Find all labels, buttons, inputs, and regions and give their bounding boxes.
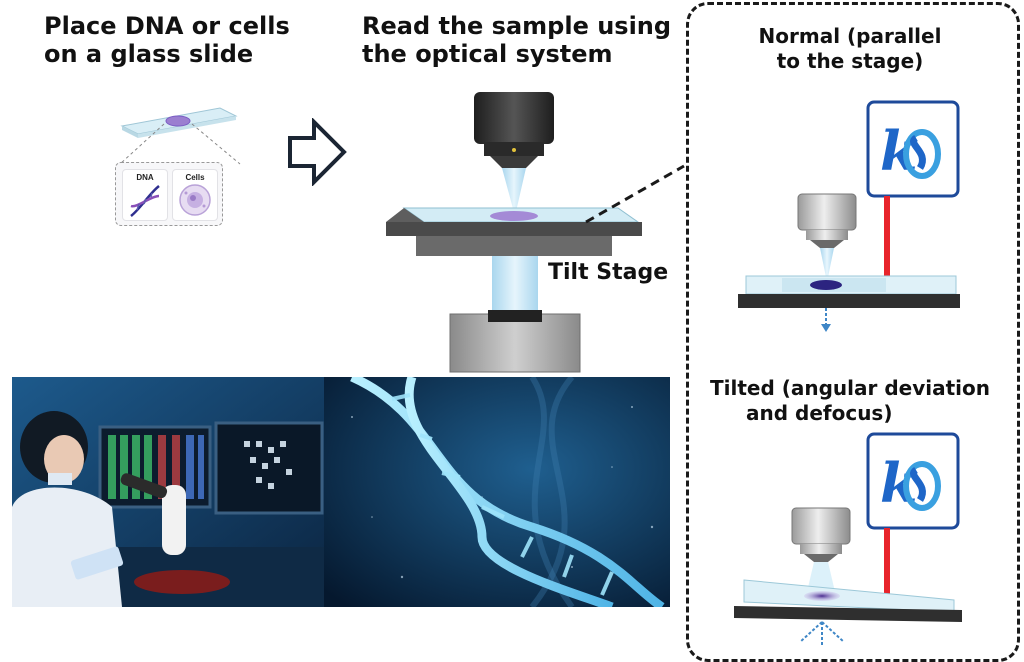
- dna-card: DNA: [122, 169, 168, 221]
- tilted-scenario-illustration: k: [734, 432, 962, 646]
- normal-caption-line1: Normal (parallel: [758, 24, 942, 48]
- panel-connector-line: [585, 164, 685, 224]
- lab-photo-composite: [12, 377, 670, 607]
- tilted-caption-line1: Tilted (angular deviation: [709, 376, 991, 400]
- arrow-right-icon: [288, 118, 347, 186]
- cells-label: Cells: [185, 173, 205, 182]
- normal-caption: Normal (parallel to the stage): [700, 24, 1000, 74]
- tilted-caption: Tilted (angular deviation and defocus): [700, 376, 1000, 426]
- optical-system-illustration: [386, 92, 642, 373]
- normal-scenario-illustration: k: [738, 100, 960, 332]
- step1-heading: Place DNA or cells on a glass slide: [44, 12, 290, 68]
- lab-photo-illustration: [12, 377, 670, 607]
- tilt-stage-label: Tilt Stage: [548, 260, 669, 285]
- cell-icon: [179, 184, 211, 216]
- step1-heading-line2: on a glass slide: [44, 40, 254, 68]
- step2-heading-line1: Read the sample using: [362, 12, 672, 40]
- step1-heading-line1: Place DNA or cells: [44, 12, 290, 40]
- tilted-caption-line2: and defocus): [746, 401, 893, 425]
- step2-heading-line2: the optical system: [362, 40, 613, 68]
- zoom-lines: [119, 123, 241, 165]
- sample-inset: DNA Cells: [115, 162, 223, 226]
- normal-caption-line2: to the stage): [776, 49, 924, 73]
- step2-heading: Read the sample using the optical system: [362, 12, 671, 68]
- glass-slide-illustration: [120, 107, 238, 138]
- sensor-logo-icon: k: [866, 432, 960, 530]
- sensor-logo-icon: k: [866, 100, 960, 198]
- dna-helix-icon: [130, 185, 160, 217]
- cells-card: Cells: [172, 169, 218, 221]
- dna-label: DNA: [136, 173, 154, 182]
